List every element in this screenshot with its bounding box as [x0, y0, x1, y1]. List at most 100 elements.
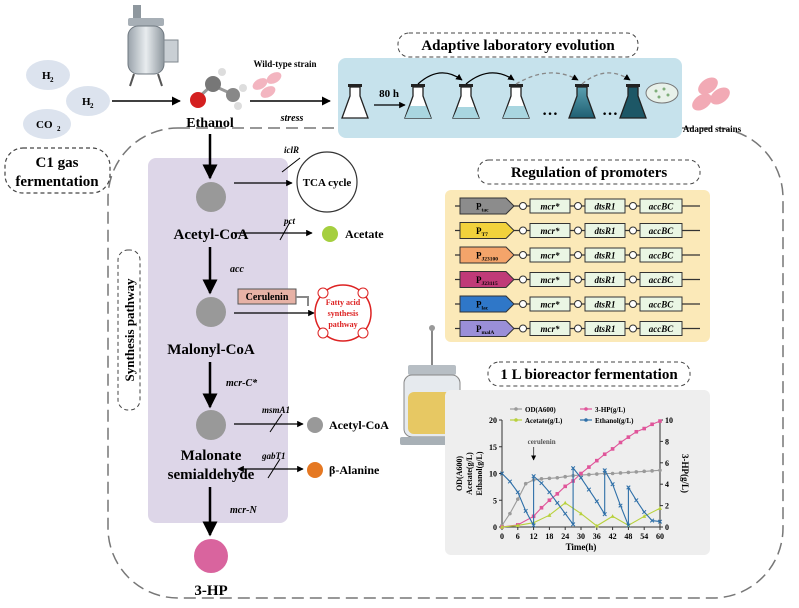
data-point: [610, 471, 615, 476]
data-point: [516, 497, 520, 501]
cerulenin-label: Cerulenin: [246, 292, 289, 303]
data-point: [523, 508, 528, 514]
gene-dts-box: [584, 321, 626, 336]
gene-mcr-label: mcr*: [541, 324, 560, 334]
y-right-tick-label: 2: [665, 502, 669, 511]
gene-dts-label: dtsR1: [594, 226, 615, 236]
data-point: [626, 435, 631, 439]
promoter-arrow: [459, 246, 515, 264]
rbs-3: [629, 300, 637, 308]
rbs-1: [519, 275, 527, 284]
rbs-1: [519, 251, 527, 259]
data-point: [500, 524, 504, 529]
data-point: [658, 419, 662, 423]
x-tick-label: 60: [656, 532, 664, 541]
enz-msma1: msmA1: [262, 405, 290, 415]
gene-dts-label: dtsR1: [594, 202, 615, 212]
x-tick-label: 0: [500, 532, 504, 541]
gene-acc-box: [639, 296, 683, 312]
promoter-sub: J23115: [482, 281, 498, 287]
balanine-label: β-Alanine: [329, 463, 380, 477]
node-acetylcoa: [196, 182, 226, 212]
pathway-box: [148, 158, 288, 523]
data-point: [602, 512, 607, 517]
data-point: [642, 509, 647, 515]
x-tick-label: 42: [609, 532, 617, 541]
data-point: [626, 485, 631, 490]
promoter-sub: tac: [482, 208, 490, 214]
promoter-arrow: [459, 271, 515, 288]
gene-acc-box: [639, 272, 683, 287]
x-axis-label: Time(h): [566, 542, 597, 552]
fermentation-line2: fermentation: [15, 174, 99, 190]
ale-dots-1: …: [542, 102, 558, 119]
gene-dts-label: dtsR1: [594, 300, 615, 310]
rbs-2: [574, 251, 582, 259]
enz-mcrn: mcr-N: [230, 505, 257, 516]
data-point: [555, 475, 560, 480]
legend-marker: [584, 407, 588, 411]
data-point: [547, 490, 552, 495]
y-right-tick-label: 0: [665, 523, 669, 532]
data-point: [610, 514, 615, 518]
data-point: [626, 470, 631, 475]
rbs-1: [519, 300, 527, 308]
rbs-3: [629, 251, 637, 259]
y-right-axis-label: 3-HP(g/L): [680, 454, 690, 493]
data-point: [658, 506, 662, 510]
ale-dots-2: …: [602, 102, 618, 119]
stress-label: stress: [280, 113, 304, 124]
legend-label: OD(A600): [525, 406, 556, 414]
gene-dts-label: dtsR1: [594, 251, 615, 261]
gene-mcr-box: [529, 272, 571, 287]
rbs-2: [574, 202, 582, 210]
gene-dts-box: [584, 296, 626, 312]
gene-mcr-label: mcr*: [541, 275, 560, 285]
ale-title-box: [397, 32, 639, 58]
gene-mcr-label: mcr*: [541, 251, 560, 261]
data-point: [578, 475, 584, 480]
fermentation-line1: C1 gas: [36, 155, 79, 171]
promoter-sub: T7: [482, 232, 489, 238]
wildtype-label: Wild-type strain: [253, 59, 316, 69]
cerulenin-inhibit-mark: [296, 296, 309, 306]
y-left-axis-label: OD(A600): [455, 456, 464, 491]
legend-label: 3-HP(g/L): [595, 406, 626, 414]
gene-acc-label: accBC: [649, 226, 674, 236]
pathway-title: Synthesis pathway: [117, 249, 141, 411]
x-tick-label: 12: [530, 532, 538, 541]
msma1-knockout-mark: [269, 413, 283, 433]
flask-2: [404, 84, 432, 119]
cell-outline: [107, 127, 784, 599]
icir-knockout-mark: [281, 157, 301, 173]
enz-pct: pct: [283, 216, 295, 226]
flask-5: [568, 84, 596, 119]
data-point: [618, 440, 623, 445]
data-point: [657, 519, 663, 524]
data-point: [594, 499, 599, 504]
chart-series: [499, 419, 663, 529]
tca-label: TCA cycle: [303, 177, 352, 189]
cerulenin-annotation: cerulenin: [528, 438, 556, 446]
data-point: [555, 500, 560, 506]
gene-dts-label: dtsR1: [594, 324, 615, 334]
petri-plate-icon: [645, 82, 679, 104]
gene-acc-label: accBC: [649, 251, 674, 261]
ale-transfer-arrow-1: [417, 72, 463, 85]
gene-mcr-box: [529, 321, 571, 336]
data-point: [547, 513, 552, 517]
flask-3: [452, 84, 480, 119]
data-point: [507, 479, 513, 484]
fermentation-box: [4, 147, 111, 194]
gene-dts-box: [584, 247, 626, 263]
ethanol-molecule-icon: [190, 68, 247, 110]
svg-text:2: 2: [50, 76, 54, 84]
gene-acc-box: [639, 198, 683, 214]
chart-panel: [445, 390, 710, 555]
data-point: [594, 523, 599, 528]
promoters-title-box: [477, 159, 701, 185]
